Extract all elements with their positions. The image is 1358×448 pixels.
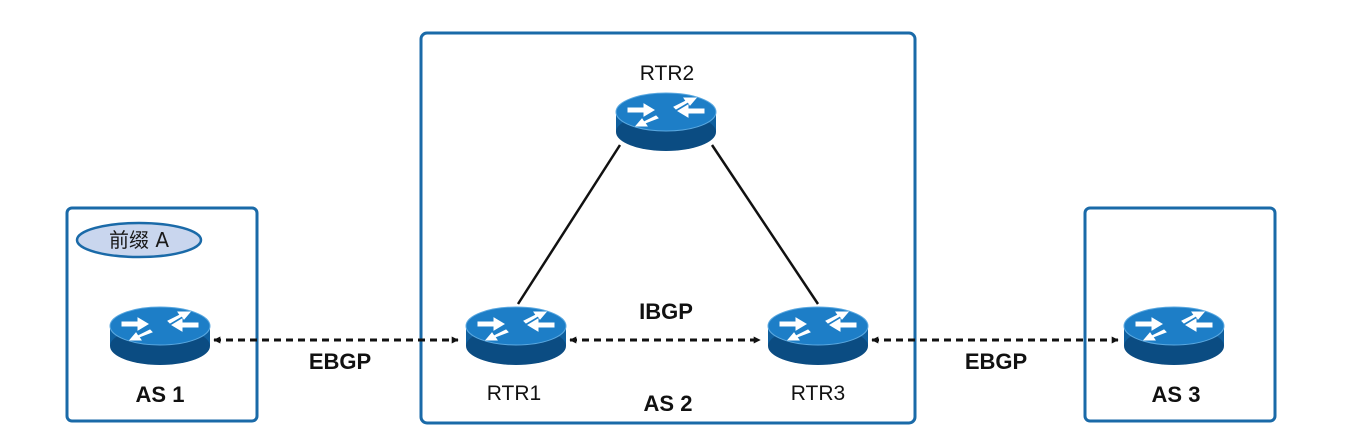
as2-box <box>419 31 917 425</box>
router-icon-rtr2 <box>615 92 717 152</box>
router-icon-rtr1 <box>465 306 567 366</box>
as1-box <box>65 206 259 423</box>
rtr2-label: RTR2 <box>640 62 694 85</box>
as3-box <box>1083 206 1277 423</box>
router-icon-as3 <box>1123 306 1225 366</box>
prefix-label: 前缀 A <box>109 228 169 252</box>
ebgp-left-label: EBGP <box>309 349 371 374</box>
ebgp-right-label: EBGP <box>965 349 1027 374</box>
as1-label: AS 1 <box>136 382 185 407</box>
rtr3-label: RTR3 <box>791 382 845 405</box>
rtr1-label: RTR1 <box>487 382 541 405</box>
router-icon-rtr3 <box>767 306 869 366</box>
as2-label: AS 2 <box>644 391 693 416</box>
ibgp-label: IBGP <box>639 299 693 324</box>
link-rtr1-rtr2 <box>516 144 622 305</box>
router-icon-as1 <box>109 306 211 366</box>
prefix-badge: 前缀 A <box>75 221 203 259</box>
link-rtr2-rtr3 <box>710 144 820 305</box>
as3-label: AS 3 <box>1152 382 1201 407</box>
